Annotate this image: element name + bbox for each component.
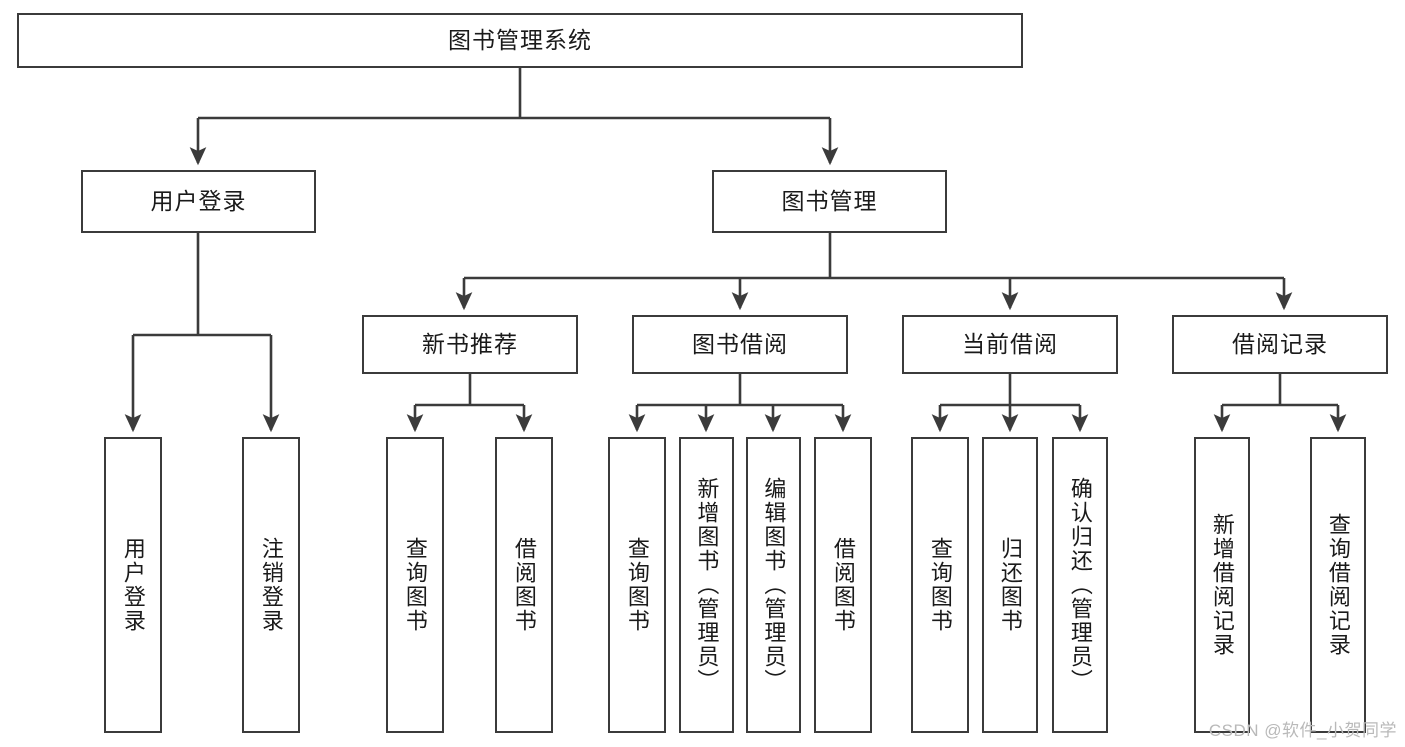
node-current-borrow[interactable]: 当前借阅: [902, 315, 1118, 374]
leaf-current-confirm-return-admin[interactable]: 确认归还（管理员）: [1052, 437, 1108, 733]
leaf-current-confirm-return-admin-label: 确认归还（管理员）: [1067, 477, 1093, 693]
leaf-new-book-borrow[interactable]: 借阅图书: [495, 437, 553, 733]
leaf-record-add-record-label: 新增借阅记录: [1209, 513, 1235, 657]
leaf-current-query-book-label: 查询图书: [927, 537, 953, 633]
node-book-borrow[interactable]: 图书借阅: [632, 315, 848, 374]
leaf-user-login-logout[interactable]: 注销登录: [242, 437, 300, 733]
node-user-login[interactable]: 用户登录: [81, 170, 316, 233]
node-current-borrow-label: 当前借阅: [962, 330, 1058, 357]
leaf-new-book-query-label: 查询图书: [402, 537, 428, 633]
node-root-label: 图书管理系统: [448, 26, 592, 53]
leaf-user-login-login[interactable]: 用户登录: [104, 437, 162, 733]
node-borrow-record[interactable]: 借阅记录: [1172, 315, 1388, 374]
leaf-current-return-book[interactable]: 归还图书: [982, 437, 1038, 733]
node-book-management[interactable]: 图书管理: [712, 170, 947, 233]
leaf-borrow-add-book-admin[interactable]: 新增图书（管理员）: [679, 437, 734, 733]
leaf-new-book-query[interactable]: 查询图书: [386, 437, 444, 733]
node-new-book-recommend-label: 新书推荐: [422, 330, 518, 357]
leaf-new-book-borrow-label: 借阅图书: [511, 537, 537, 633]
node-root-library-system[interactable]: 图书管理系统: [17, 13, 1023, 68]
leaf-current-return-book-label: 归还图书: [997, 537, 1023, 633]
leaf-borrow-borrow-book-label: 借阅图书: [830, 537, 856, 633]
leaf-record-add-record[interactable]: 新增借阅记录: [1194, 437, 1250, 733]
leaf-borrow-query-book[interactable]: 查询图书: [608, 437, 666, 733]
leaf-user-login-login-label: 用户登录: [120, 537, 146, 633]
leaf-borrow-borrow-book[interactable]: 借阅图书: [814, 437, 872, 733]
node-user-login-label: 用户登录: [150, 187, 247, 214]
node-book-borrow-label: 图书借阅: [692, 330, 788, 357]
node-book-management-label: 图书管理: [781, 187, 878, 214]
node-new-book-recommend[interactable]: 新书推荐: [362, 315, 578, 374]
leaf-borrow-add-book-admin-label: 新增图书（管理员）: [694, 477, 720, 693]
leaf-borrow-query-book-label: 查询图书: [624, 537, 650, 633]
leaf-borrow-edit-book-admin-label: 编辑图书（管理员）: [761, 477, 787, 693]
leaf-borrow-edit-book-admin[interactable]: 编辑图书（管理员）: [746, 437, 801, 733]
leaf-record-query-record[interactable]: 查询借阅记录: [1310, 437, 1366, 733]
leaf-current-query-book[interactable]: 查询图书: [911, 437, 969, 733]
node-borrow-record-label: 借阅记录: [1232, 330, 1328, 357]
leaf-record-query-record-label: 查询借阅记录: [1325, 513, 1351, 657]
leaf-user-login-logout-label: 注销登录: [258, 537, 284, 633]
